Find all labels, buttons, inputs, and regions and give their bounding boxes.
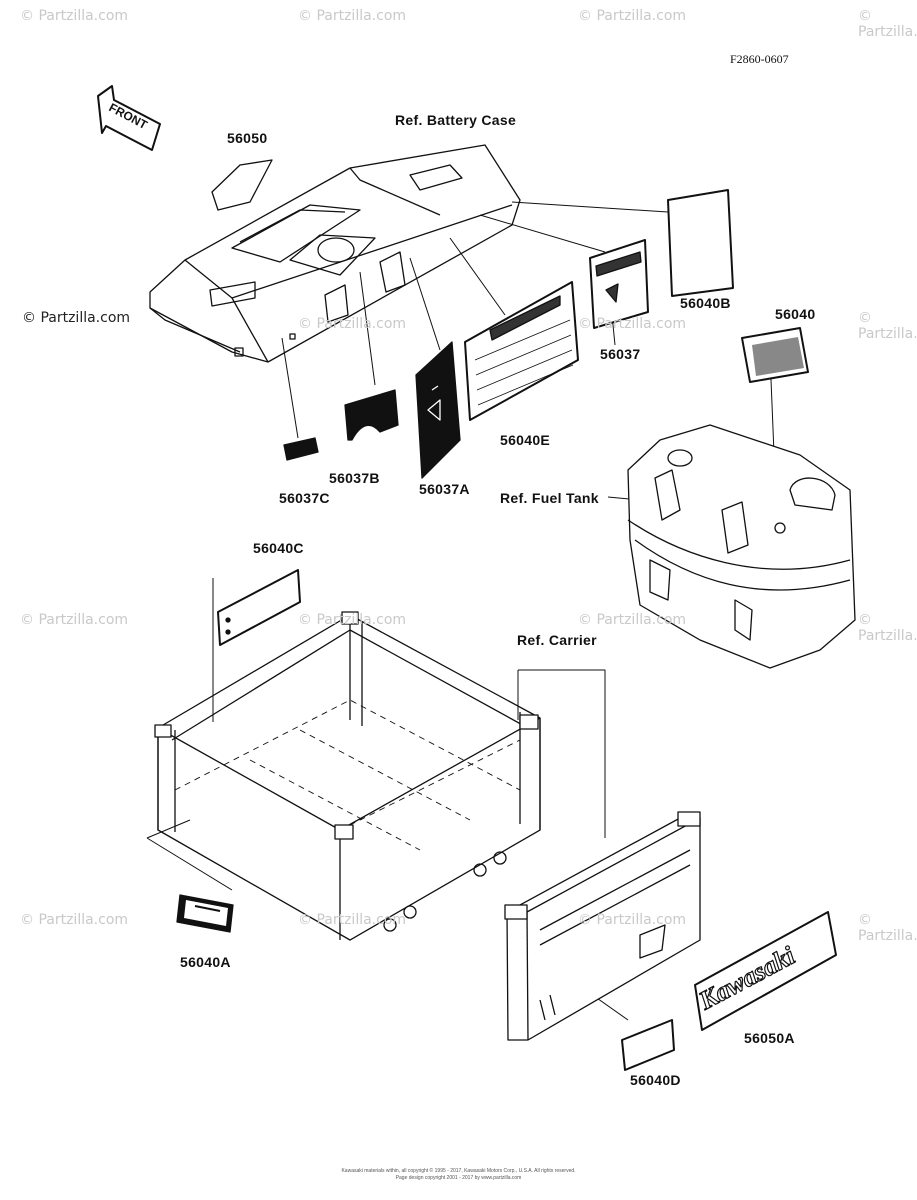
part-number-56050[interactable]: 56050 — [227, 130, 268, 146]
part-number-56040A[interactable]: 56040A — [180, 954, 231, 970]
decal-56050 — [211, 159, 273, 211]
decal-56037B — [344, 389, 399, 441]
watermark-dark: © Partzilla.com — [22, 310, 131, 326]
carrier-box-drawing — [154, 611, 541, 941]
watermark: © Partzilla.com — [578, 316, 687, 332]
part-number-56040B[interactable]: 56040B — [680, 295, 731, 311]
decal-56050A: Kawasaki — [693, 911, 837, 1031]
front-arrow-icon: FRONT — [97, 85, 161, 151]
decal-56037A — [415, 341, 461, 479]
fuel-tank-drawing — [627, 424, 856, 669]
part-number-56040[interactable]: 56040 — [775, 306, 816, 322]
watermark: © Partzilla.com — [578, 912, 687, 928]
battery-case-drawing — [149, 144, 521, 363]
watermark: © Partzilla.com — [858, 310, 917, 342]
part-number-56037[interactable]: 56037 — [600, 346, 641, 362]
ref-fuel-tank-label: Ref. Fuel Tank — [500, 490, 599, 506]
watermark: © Partzilla.com — [20, 612, 129, 628]
watermark: © Partzilla.com — [858, 8, 917, 40]
footer-page-design: Page design copyright 2001 - 2017 by www… — [395, 1175, 522, 1181]
part-number-56037B[interactable]: 56037B — [329, 470, 380, 486]
watermark: © Partzilla.com — [298, 8, 407, 24]
watermark: © Partzilla.com — [578, 8, 687, 24]
watermark: © Partzilla.com — [20, 912, 129, 928]
decal-56040 — [741, 327, 809, 383]
part-number-56040E[interactable]: 56040E — [500, 432, 551, 448]
watermark: © Partzilla.com — [298, 316, 407, 332]
part-number-56037C[interactable]: 56037C — [279, 490, 330, 506]
decal-56040C — [217, 569, 301, 646]
decal-56040D — [621, 1019, 675, 1071]
watermark: © Partzilla.com — [298, 612, 407, 628]
footer-copyright: Kawasaki materials within, all copyright… — [341, 1168, 576, 1174]
decal-56040E — [464, 281, 579, 421]
decal-56040A — [176, 894, 234, 933]
part-number-56040C[interactable]: 56040C — [253, 540, 304, 556]
watermark: © Partzilla.com — [578, 612, 687, 628]
ref-battery-case-label: Ref. Battery Case — [395, 112, 517, 128]
watermark: © Partzilla.com — [858, 612, 917, 644]
watermark: © Partzilla.com — [20, 8, 129, 24]
decal-56037 — [589, 239, 649, 329]
diagram-code: F2860-0607 — [730, 52, 789, 66]
ref-carrier-label: Ref. Carrier — [517, 632, 597, 648]
part-number-56040D[interactable]: 56040D — [630, 1072, 681, 1088]
part-number-56037A[interactable]: 56037A — [419, 481, 470, 497]
decal-56037C — [283, 437, 319, 461]
carrier-tailgate-drawing — [504, 811, 701, 1041]
watermark: © Partzilla.com — [858, 912, 917, 944]
watermark: © Partzilla.com — [298, 912, 407, 928]
part-number-56050A[interactable]: 56050A — [744, 1030, 795, 1046]
decal-56040B — [667, 189, 734, 297]
